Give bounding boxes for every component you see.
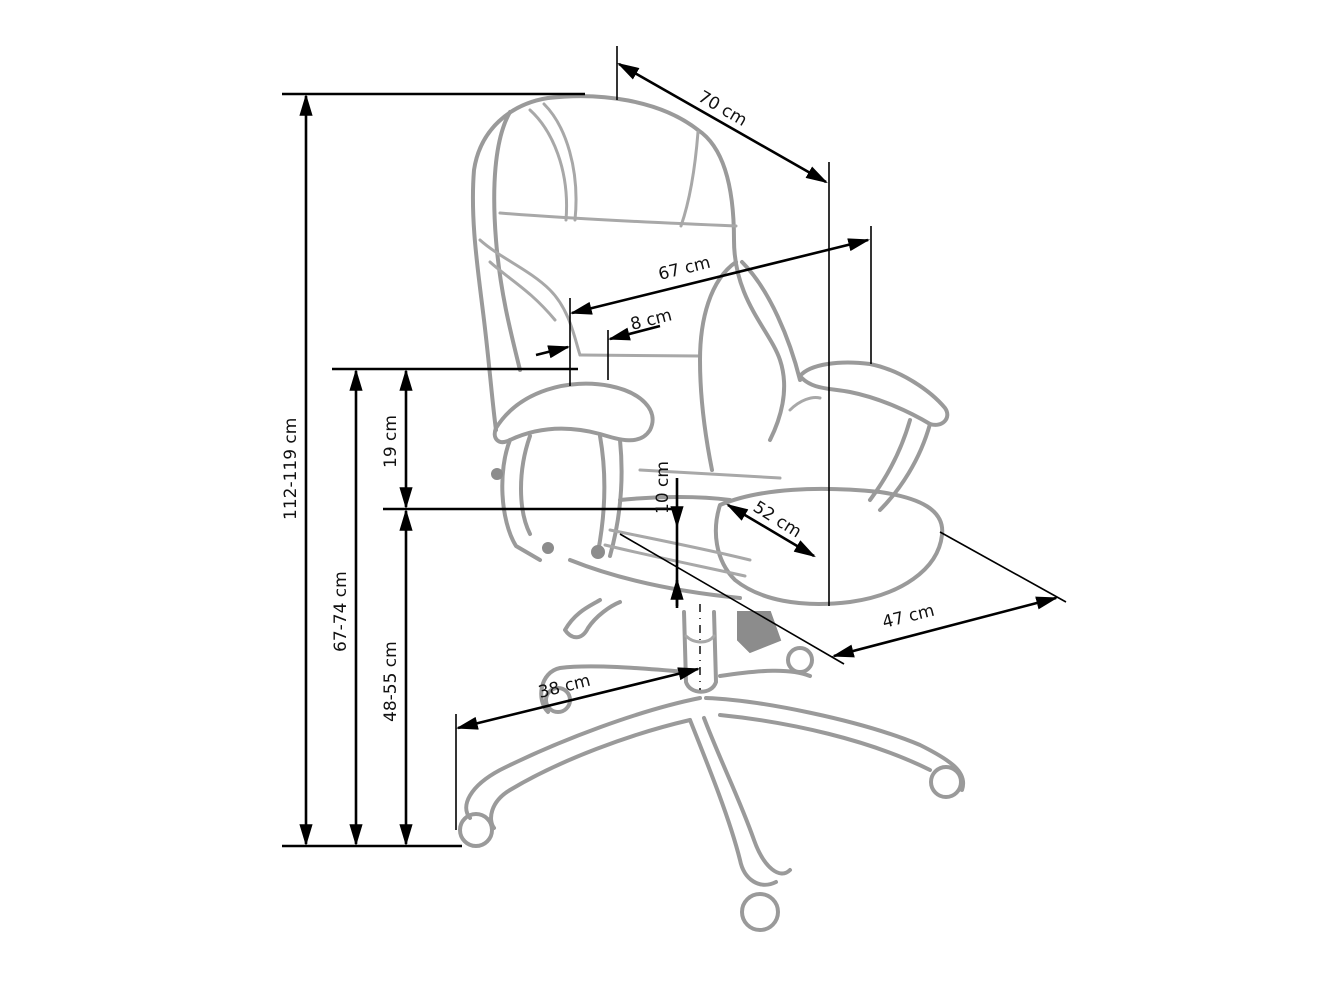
label-armrest-above-seat: 19 cm (381, 415, 401, 468)
label-seat-width: 47 cm (880, 601, 936, 633)
seat-depth-arrow (726, 503, 816, 558)
label-total-height: 112-119 cm (281, 418, 301, 520)
depth-arrow (617, 62, 828, 184)
dimension-lines (282, 46, 1067, 848)
label-armrest-height: 67-74 cm (331, 571, 351, 652)
seat-width-arrow (831, 596, 1059, 658)
backrest (470, 94, 802, 472)
label-seat-thickness: 10 cm (653, 461, 673, 514)
chair-illustration (458, 94, 966, 932)
gas-lift (563, 598, 782, 694)
armrest-width-arrow-right (607, 324, 661, 341)
dimension-labels: 70 cm 67 cm 8 cm 19 cm 10 cm 52 cm 47 cm… (281, 87, 937, 722)
armrest-width-arrow-left (535, 345, 571, 359)
label-seat-height: 48-55 cm (381, 641, 401, 722)
label-armrest-width: 8 cm (628, 305, 674, 335)
armrest-right (788, 360, 950, 512)
width-arrow (569, 238, 871, 315)
base-radius-arrow (455, 667, 701, 730)
